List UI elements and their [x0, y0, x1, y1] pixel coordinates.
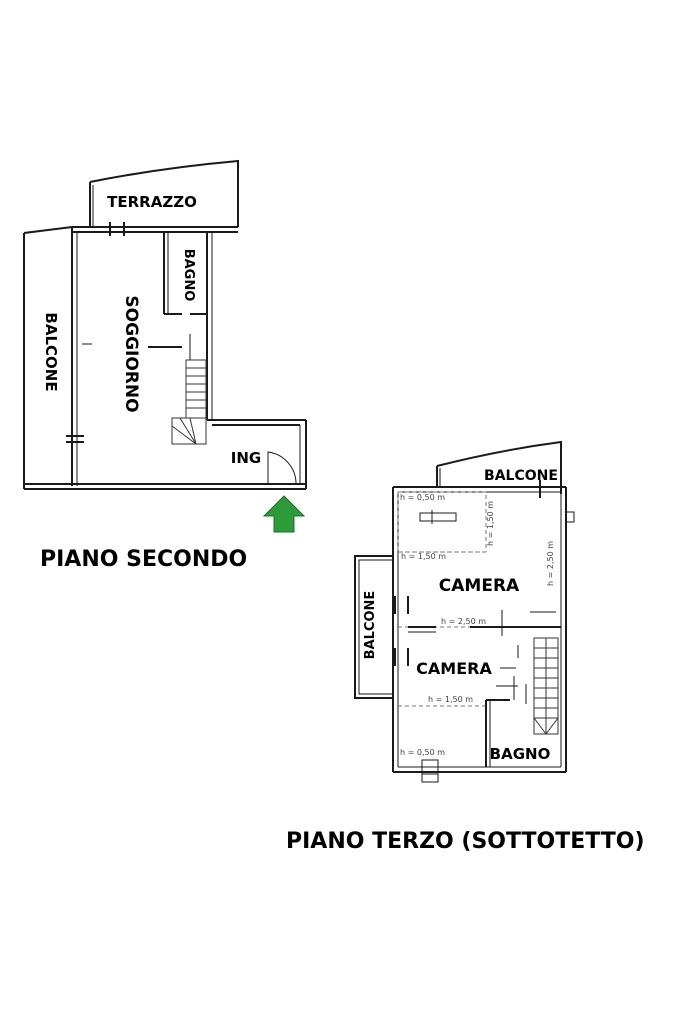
room-label-bathroom: BAGNO — [490, 745, 551, 763]
room-label-living: SOGGIORNO — [121, 295, 141, 412]
room-label-balcony: BALCONE — [42, 312, 60, 391]
room-label-side-balcony: BALCONE — [363, 591, 378, 660]
height-label: h = 2,50 m — [546, 541, 555, 586]
room-label-bedroom-2: CAMERA — [416, 659, 492, 678]
height-label: h = 0,50 m — [400, 493, 445, 502]
height-label: h = 2,50 m — [441, 617, 486, 626]
room-label-terrace: TERRAZZO — [107, 193, 197, 211]
second-floor-staircase — [171, 359, 207, 445]
terrace-outline — [89, 159, 239, 227]
second-floor-plan: TERRAZZO BAGNO BALCONE SOGGIORNO ING PIA… — [23, 159, 307, 572]
height-label: h = 1,50 m — [428, 695, 473, 704]
entrance-arrow-icon — [262, 495, 306, 533]
room-label-top-balcony: BALCONE — [484, 468, 558, 484]
floor-title-third: PIANO TERZO (SOTTOTETTO) — [286, 829, 645, 854]
room-label-bedroom-1: CAMERA — [439, 576, 520, 596]
height-label: h = 0,50 m — [400, 748, 445, 757]
third-floor-staircase — [533, 637, 559, 735]
top-balcony-outline — [436, 440, 562, 494]
height-label: h = 1,50 m — [401, 552, 446, 561]
floor-title-second: PIANO SECONDO — [40, 547, 247, 572]
room-label-entrance: ING — [231, 449, 261, 467]
room-label-bathroom: BAGNO — [181, 249, 196, 302]
entrance-door-swing — [267, 451, 297, 485]
height-label: h = 1,50 m — [486, 501, 495, 546]
balcony-outline — [23, 226, 73, 234]
third-floor-plan: BALCONE BALCONE CAMERA CAMERA BAGNO h = … — [286, 440, 645, 854]
